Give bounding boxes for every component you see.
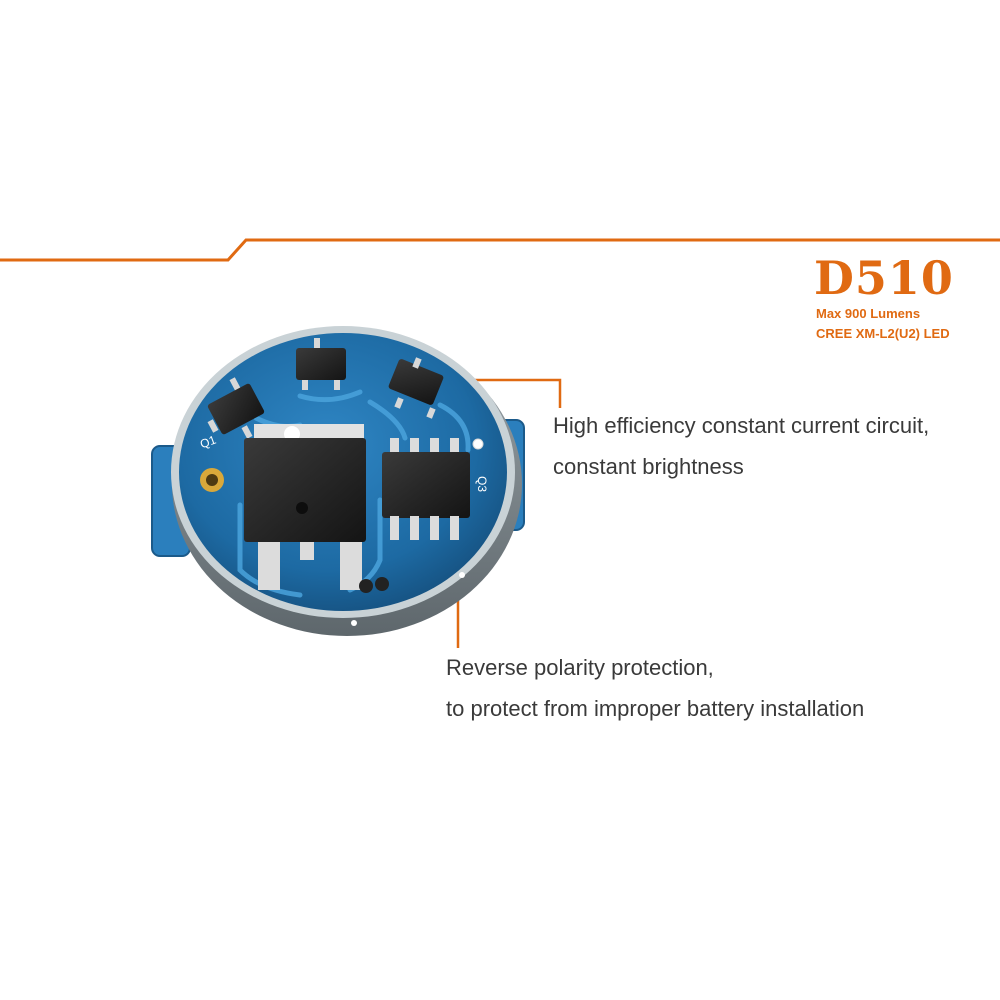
callout-circuit: High efficiency constant current circuit… xyxy=(553,405,929,487)
spec-lumens: Max 900 Lumens xyxy=(816,306,921,321)
callout-leader-line-circuit xyxy=(458,378,562,408)
silkscreen-q1: Q1 xyxy=(198,433,218,452)
callout-circuit-line2: constant brightness xyxy=(553,454,744,479)
spec-led: CREE XM-L2(U2) LED xyxy=(816,326,950,341)
brand-block: D510 Max 900 Lumens CREE XM-L2(U2) LED xyxy=(814,251,966,344)
pcb-board: Q1 Q3 xyxy=(151,326,525,636)
transistor-right xyxy=(388,357,444,419)
driver-ic-soic8 xyxy=(382,438,470,540)
callout-polarity: Reverse polarity protection, to protect … xyxy=(446,647,864,729)
mosfet-dpak xyxy=(244,424,389,593)
model-name: D510 xyxy=(814,251,954,305)
transistor-q1 xyxy=(207,377,265,439)
callout-polarity-line2: to protect from improper battery install… xyxy=(446,696,865,721)
silkscreen-q3: Q3 xyxy=(475,476,489,492)
callout-polarity-line1: Reverse polarity protection, xyxy=(446,655,714,680)
transistor-top xyxy=(296,338,346,390)
callout-circuit-line1: High efficiency constant current circuit… xyxy=(553,413,930,438)
header-divider-line xyxy=(0,238,1000,262)
